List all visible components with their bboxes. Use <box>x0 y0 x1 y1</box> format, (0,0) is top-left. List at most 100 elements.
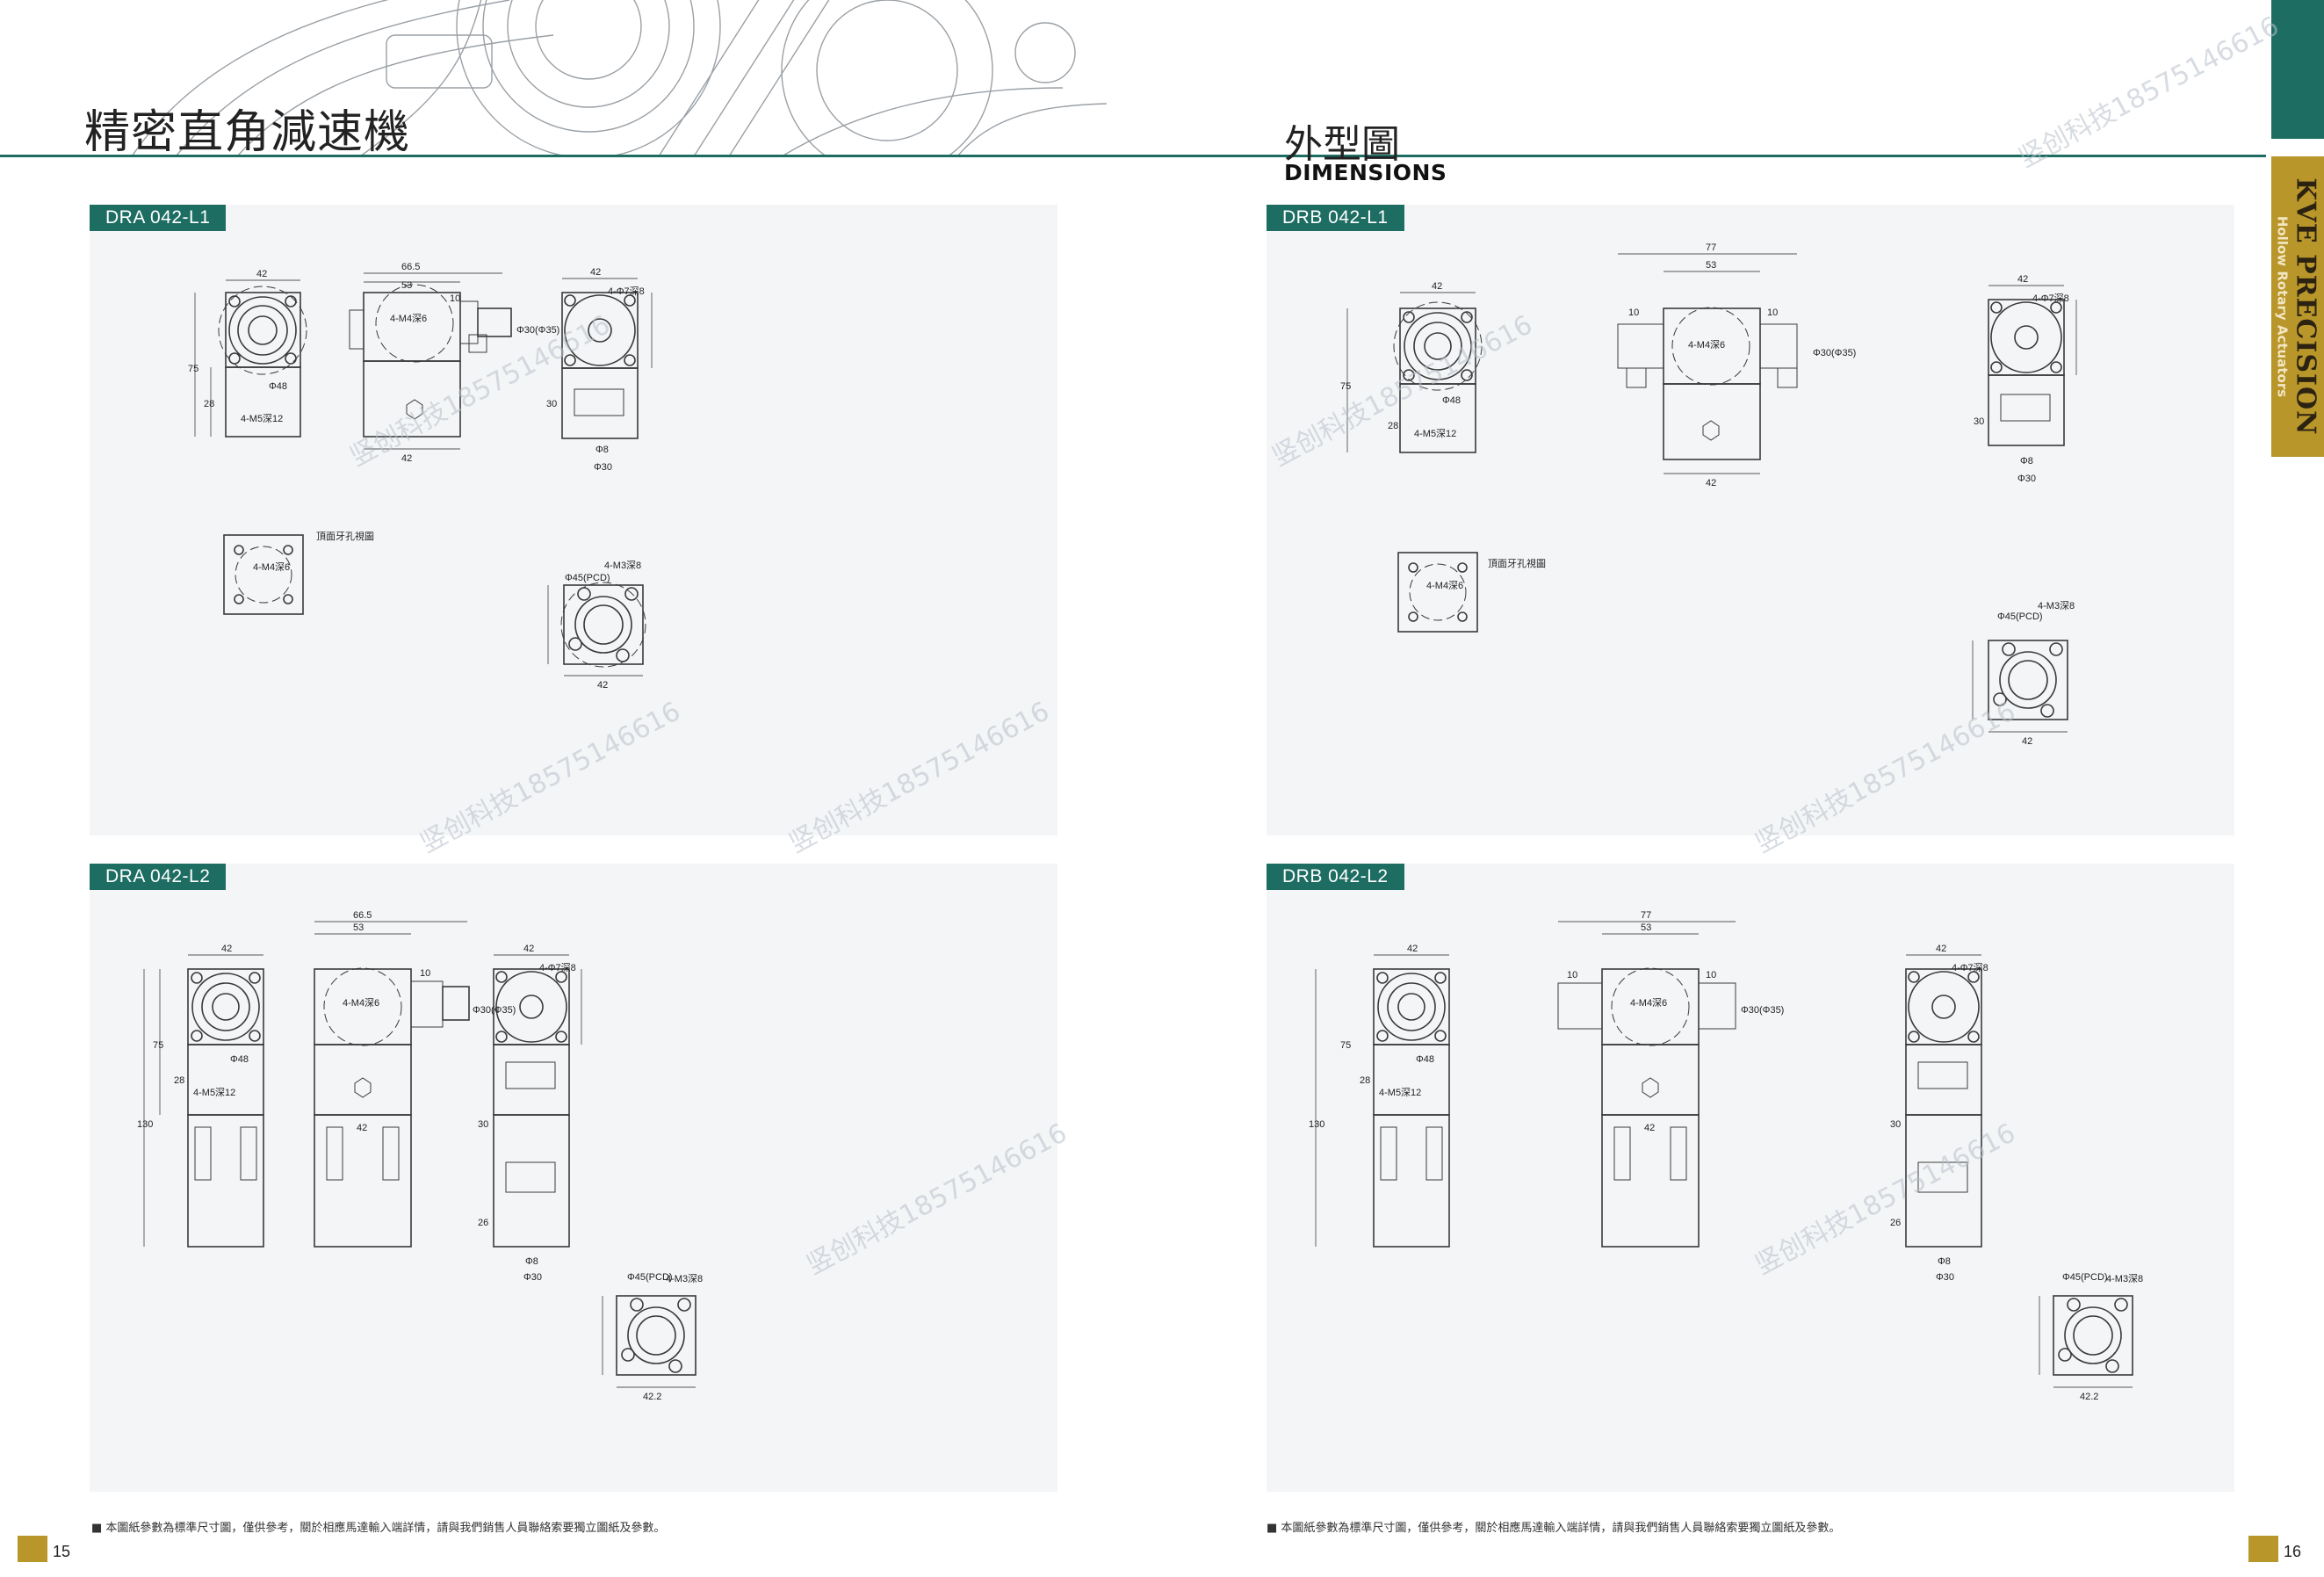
dim-42-rear: 42 <box>590 267 601 278</box>
dim-phi48: Φ48 <box>269 381 287 392</box>
dim-75: 75 <box>153 1040 163 1051</box>
dim-phi45pcd: Φ45(PCD) <box>565 573 610 583</box>
panel-label: DRB 042-L2 <box>1267 864 1404 890</box>
dim-phi8: Φ8 <box>2020 456 2033 467</box>
brand-name: KVE PRECISION <box>2290 177 2321 436</box>
drawing-panel-drb-042-l1: DRB 042-L1 <box>1267 205 2234 836</box>
dim-26: 26 <box>1890 1218 1901 1228</box>
dim-phi30: Φ30 <box>523 1272 542 1283</box>
panel-label: DRA 042-L2 <box>90 864 227 890</box>
dim-26: 26 <box>478 1218 488 1228</box>
dim-42-rear: 42 <box>1936 944 1946 954</box>
dim-phi7: 4-Φ7深8 <box>608 286 645 297</box>
dim-28: 28 <box>1388 421 1398 431</box>
drawing-panel-dra-042-l2: DRA 042-L2 <box>90 864 1057 1492</box>
dim-phi48: Φ48 <box>230 1054 249 1065</box>
dim-10: 10 <box>1567 970 1577 980</box>
dim-28: 28 <box>1360 1075 1370 1086</box>
dim-42-side: 42 <box>1706 478 1716 488</box>
dim-m3: 4-M3深8 <box>2106 1273 2143 1284</box>
drawing-panel-drb-042-l2: DRB 042-L2 <box>1267 864 2234 1492</box>
header-line-art <box>131 0 1107 156</box>
dim-phi30: Φ30 <box>2017 474 2036 484</box>
technical-drawing: 42 75 28 Φ48 4-M5深12 77 53 4-M4深6 10 10 … <box>1340 242 2077 747</box>
dim-75: 75 <box>188 364 198 374</box>
top-view-label: 頂面牙孔視圖 <box>316 530 374 542</box>
dim-m3: 4-M3深8 <box>2038 600 2075 611</box>
dim-42-rear: 42 <box>523 944 534 954</box>
dim-77: 77 <box>1641 910 1651 921</box>
page-subtitle-right: DIMENSIONS <box>1284 160 1447 185</box>
dim-665: 66.5 <box>353 910 372 921</box>
page-title-left: 精密直角減速機 <box>84 106 411 159</box>
dim-phi45pcd: Φ45(PCD) <box>2062 1272 2108 1283</box>
dim-phi30-35: Φ30(Φ35) <box>1813 348 1856 358</box>
dim-m5: 4-M5深12 <box>1414 428 1456 439</box>
page-marker-left <box>18 1536 47 1562</box>
dim-m4: 4-M4深6 <box>1688 339 1725 351</box>
dim-53: 53 <box>401 280 412 291</box>
technical-drawing: 42 130 75 28 Φ48 4-M5深12 77 53 4-M4深6 10… <box>1309 910 2143 1402</box>
dim-phi30-35: Φ30(Φ35) <box>1741 1005 1784 1016</box>
brand-tab: KVE PRECISION Hollow Rotary Actuators <box>2271 156 2324 457</box>
dim-m4: 4-M4深6 <box>1630 997 1667 1009</box>
dim-m3: 4-M3深8 <box>604 560 641 571</box>
dim-phi7: 4-Φ7深8 <box>2032 293 2069 304</box>
dim-phi7: 4-Φ7深8 <box>539 962 576 973</box>
dim-28: 28 <box>174 1075 184 1086</box>
dim-422: 42.2 <box>2080 1392 2098 1402</box>
dim-30: 30 <box>478 1119 488 1130</box>
dim-42-side: 42 <box>1644 1123 1655 1133</box>
dim-422: 42.2 <box>643 1392 661 1402</box>
dim-30: 30 <box>1890 1119 1901 1130</box>
dim-75: 75 <box>1340 1040 1351 1051</box>
dim-phi30: Φ30 <box>594 462 612 473</box>
dim-phi30-35: Φ30(Φ35) <box>473 1005 516 1016</box>
dim-42: 42 <box>1407 944 1418 954</box>
dim-42: 42 <box>1432 281 1442 292</box>
dim-42-side: 42 <box>401 453 412 464</box>
dim-77: 77 <box>1706 242 1716 253</box>
page-number-right: 16 <box>2284 1543 2302 1560</box>
dim-phi8: Φ8 <box>595 445 609 455</box>
dim-phi48: Φ48 <box>1416 1054 1434 1065</box>
dim-130: 130 <box>137 1119 153 1130</box>
dim-m4-top: 4-M4深6 <box>1426 580 1463 591</box>
header-rule <box>0 155 2266 157</box>
dim-665: 66.5 <box>401 262 420 272</box>
top-view-label: 頂面牙孔視圖 <box>1488 557 1546 569</box>
dim-phi45pcd: Φ45(PCD) <box>1997 611 2043 622</box>
brand-tab-top <box>2271 0 2324 139</box>
dim-28: 28 <box>204 399 214 409</box>
dim-m5: 4-M5深12 <box>241 413 283 424</box>
footnote-right: ■ 本圖紙參數為標準尺寸圖，僅供參考，關於相應馬達輸入端詳情，請與我們銷售人員聯… <box>1267 1522 1841 1535</box>
panel-label: DRA 042-L1 <box>90 205 227 231</box>
dim-phi8: Φ8 <box>525 1256 538 1267</box>
dim-phi7: 4-Φ7深8 <box>1952 962 1988 973</box>
dim-30: 30 <box>546 399 557 409</box>
dim-10b: 10 <box>1706 970 1716 980</box>
drawing-panel-dra-042-l1: DRA 042-L1 <box>90 205 1057 836</box>
brand-tagline: Hollow Rotary Actuators <box>2274 215 2291 398</box>
dim-42-side: 42 <box>357 1123 367 1133</box>
panel-label: DRB 042-L1 <box>1267 205 1404 231</box>
dim-m5: 4-M5深12 <box>1379 1087 1421 1098</box>
page-marker-right <box>2248 1536 2278 1562</box>
watermark: 竖创科技18575146616 <box>2013 11 2284 174</box>
dim-m3: 4-M3深8 <box>666 1273 703 1284</box>
dim-10: 10 <box>420 968 430 979</box>
dim-42-flange: 42 <box>2022 736 2032 747</box>
dim-42: 42 <box>256 269 267 279</box>
dim-phi48: Φ48 <box>1442 395 1461 406</box>
dim-53: 53 <box>1706 260 1716 271</box>
brand-text: KVE PRECISION Hollow Rotary Actuators <box>2275 177 2321 435</box>
technical-drawing: 42 75 28 Φ48 4-M5深12 66.5 53 4-M4深6 10 Φ… <box>188 262 653 691</box>
dim-75: 75 <box>1340 381 1351 392</box>
dim-30: 30 <box>1974 416 1984 427</box>
dim-10: 10 <box>450 293 460 304</box>
dim-phi8: Φ8 <box>1938 1256 1951 1267</box>
technical-drawing: 42 130 75 28 Φ48 4-M5深12 66.5 53 4-M4深6 … <box>137 910 703 1402</box>
dim-10: 10 <box>1628 307 1639 318</box>
dim-phi30: Φ30 <box>1936 1272 1954 1283</box>
dim-53: 53 <box>1641 922 1651 933</box>
